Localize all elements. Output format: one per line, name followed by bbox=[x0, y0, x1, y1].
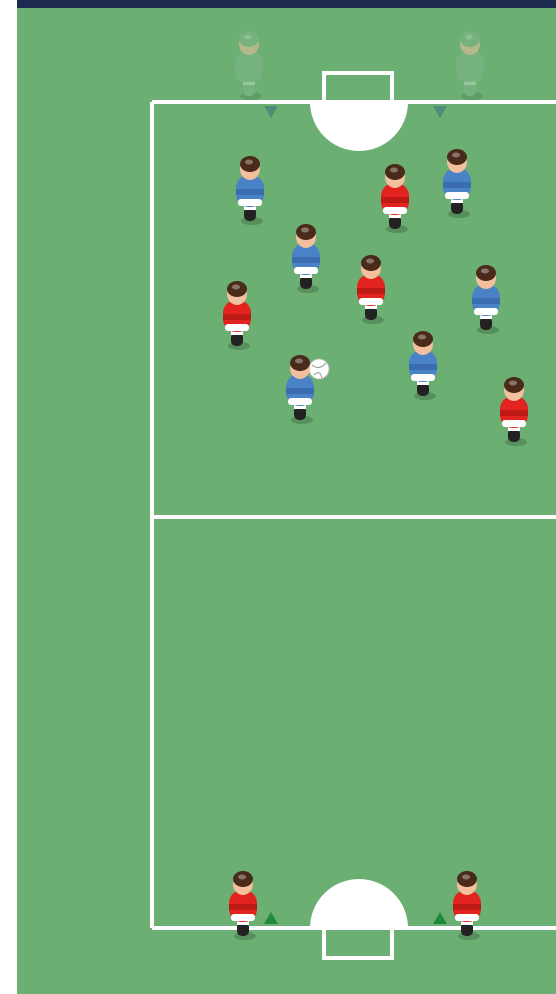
ball-layer bbox=[309, 359, 329, 379]
ball-icon bbox=[309, 359, 329, 379]
grass-field bbox=[17, 8, 556, 994]
frame-top-bar bbox=[17, 0, 556, 8]
